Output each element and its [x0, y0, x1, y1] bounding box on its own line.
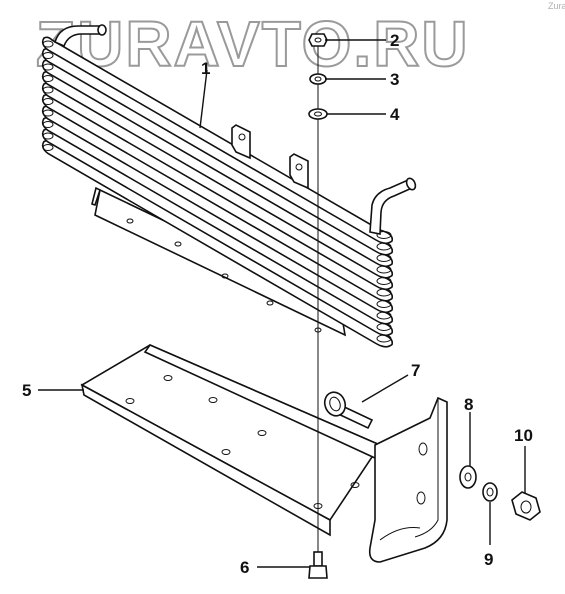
- watermark-text: ZURAVTO.RU: [36, 8, 470, 80]
- part-9-spring-washer: [482, 482, 498, 502]
- tube-end-left: [42, 40, 54, 48]
- part-6-bolt: [308, 551, 328, 579]
- tube-end-left: [42, 144, 54, 151]
- tube-end-right: [376, 231, 392, 239]
- tube-end-left: [42, 63, 54, 71]
- part-7-bolt: [323, 391, 374, 430]
- part-8-flat-washer: [459, 465, 477, 489]
- tube-end-left: [42, 52, 54, 59]
- outlet-pipe-end: [405, 177, 417, 191]
- callout-9: 9: [484, 550, 493, 569]
- oil-cooler: [41, 24, 417, 348]
- cooler-flange-edge: [91, 186, 101, 207]
- cooler-tab-left: [231, 124, 251, 160]
- inlet-pipe-end: [97, 24, 107, 36]
- callout-5: 5: [22, 381, 31, 400]
- bracket-upright-edge: [414, 398, 439, 538]
- upright-hole-top: [418, 442, 428, 456]
- leader-lines: [38, 39, 526, 568]
- callout-2: 2: [390, 31, 399, 50]
- bracket-upright: [368, 396, 448, 563]
- callout-3: 3: [390, 70, 399, 89]
- callout-10: 10: [514, 426, 533, 445]
- cooler-tube: [41, 36, 394, 245]
- tube-end-left: [42, 75, 54, 82]
- tube-end-left: [42, 132, 54, 140]
- part-10-nut: [511, 491, 541, 521]
- cooler-outlet-pipe: [369, 178, 414, 235]
- tube-end-left: [42, 86, 54, 94]
- tube-end-left: [42, 121, 54, 128]
- part-3-spring-washer: [309, 73, 327, 85]
- cooler-tab-right: [289, 153, 309, 190]
- part-4-flat-washer: [308, 108, 328, 120]
- callout-8: 8: [464, 395, 473, 414]
- callout-7: 7: [411, 361, 420, 380]
- tube-end-left: [42, 109, 54, 117]
- upright-hole-bottom: [416, 491, 426, 505]
- cooler-tubes: [41, 36, 394, 348]
- callout-6: 6: [240, 558, 249, 577]
- tube-end-left: [42, 98, 54, 105]
- part-2-nut: [308, 33, 328, 47]
- callout-4: 4: [390, 105, 400, 124]
- bracket-bend: [379, 527, 421, 541]
- callout-1: 1: [201, 59, 210, 78]
- cooler-bracket: [80, 344, 448, 563]
- watermark-small: Zuravto: [548, 1, 565, 11]
- bracket-lip: [80, 383, 331, 537]
